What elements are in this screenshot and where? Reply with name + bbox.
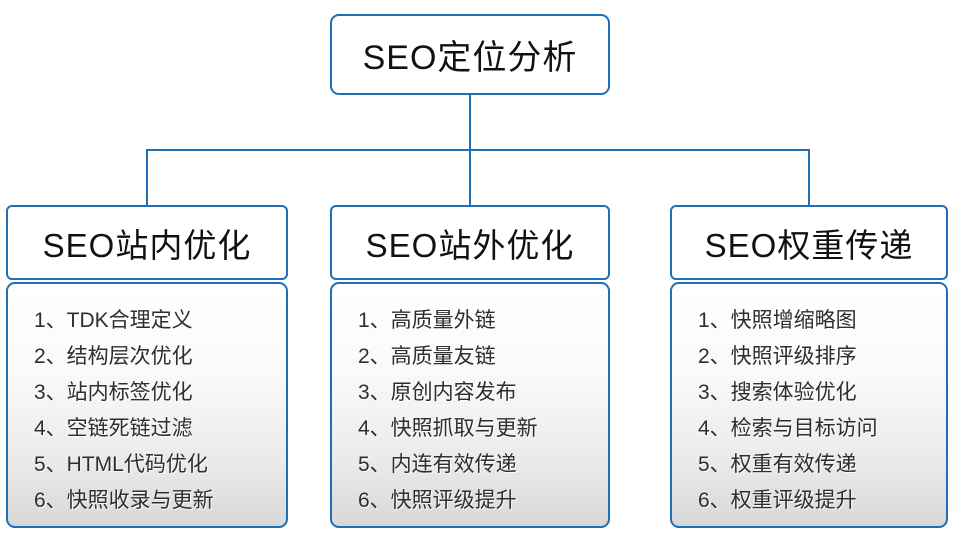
list-item: 3、原创内容发布 <box>358 381 517 404</box>
list-item: 6、快照收录与更新 <box>34 489 214 512</box>
list-item: 3、搜索体验优化 <box>698 381 857 404</box>
list-item: 5、权重有效传递 <box>698 453 857 476</box>
list-item: 1、TDK合理定义 <box>34 309 193 332</box>
branch-header-label: SEO权重传递 <box>704 226 914 264</box>
list-item: 1、快照增缩略图 <box>698 309 857 332</box>
list-item: 2、高质量友链 <box>358 345 496 368</box>
branch-panel-offsite: 1、高质量外链 2、高质量友链 3、原创内容发布 4、快照抓取与更新 5、内连有… <box>330 282 610 528</box>
list-item: 3、站内标签优化 <box>34 381 193 404</box>
list-item: 6、权重评级提升 <box>698 489 857 512</box>
list-item: 6、快照评级提升 <box>358 489 517 512</box>
branch-header-label: SEO站外优化 <box>365 226 575 264</box>
list-item: 5、内连有效传递 <box>358 453 517 476</box>
branch-panel-weight: 1、快照增缩略图 2、快照评级排序 3、搜索体验优化 4、检索与目标访问 5、权… <box>670 282 948 528</box>
list-item: 2、快照评级排序 <box>698 345 857 368</box>
list-item: 5、HTML代码优化 <box>34 453 208 476</box>
connector-right-vertical <box>808 149 810 206</box>
list-item: 1、高质量外链 <box>358 309 496 332</box>
branch-header-weight: SEO权重传递 <box>670 205 948 280</box>
list-item: 2、结构层次优化 <box>34 345 193 368</box>
list-item: 4、空链死链过滤 <box>34 417 193 440</box>
connector-left-vertical <box>146 149 148 206</box>
connector-root-vertical <box>469 95 471 151</box>
connector-middle-vertical <box>469 149 471 206</box>
branch-header-offsite: SEO站外优化 <box>330 205 610 280</box>
root-node-label: SEO定位分析 <box>362 39 578 77</box>
branch-header-label: SEO站内优化 <box>42 226 252 264</box>
list-item: 4、检索与目标访问 <box>698 417 878 440</box>
branch-panel-onsite: 1、TDK合理定义 2、结构层次优化 3、站内标签优化 4、空链死链过滤 5、H… <box>6 282 288 528</box>
connector-horizontal <box>146 149 810 151</box>
list-item: 4、快照抓取与更新 <box>358 417 538 440</box>
branch-header-onsite: SEO站内优化 <box>6 205 288 280</box>
root-node: SEO定位分析 <box>330 14 610 95</box>
